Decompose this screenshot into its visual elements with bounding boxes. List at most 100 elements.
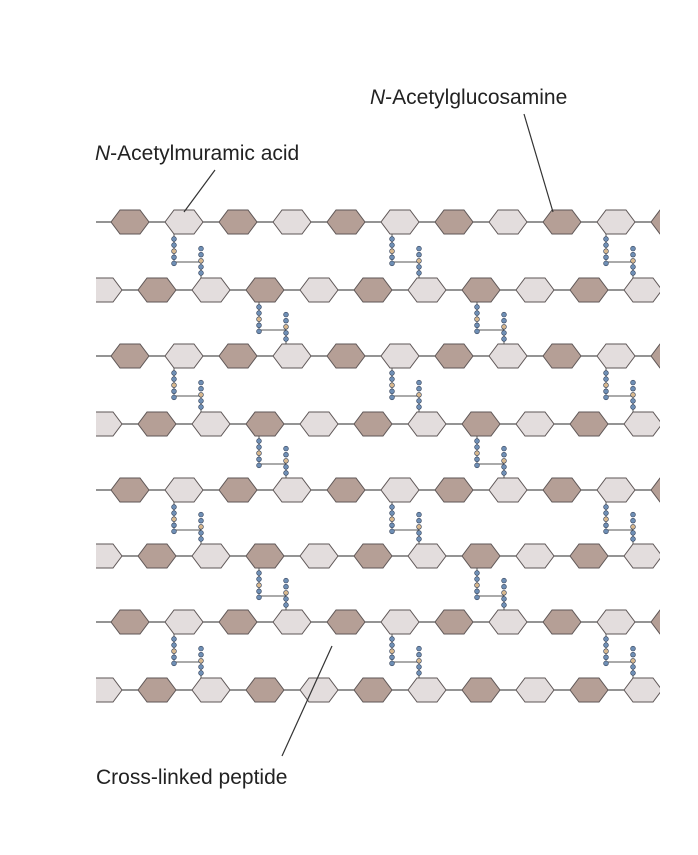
amino-acid-bead [603, 654, 609, 660]
amino-acid-bead [630, 536, 636, 542]
nag-sugar [245, 277, 285, 303]
nam-sugar [488, 609, 528, 635]
amino-acid-bead [689, 595, 694, 600]
cross-linked-peptide [689, 302, 698, 344]
amino-acid-bead [389, 510, 395, 516]
amino-acid-bead [416, 517, 422, 524]
amino-acid-bead [198, 524, 204, 530]
nag-sugar [353, 411, 393, 437]
peptide-bridge [476, 568, 505, 610]
nam-sugar [191, 277, 231, 303]
amino-acid-bead [416, 392, 422, 398]
peptide-bridge [391, 368, 420, 412]
nam-sugar [488, 209, 528, 235]
amino-acid-bead [283, 445, 289, 452]
amino-acid-bead [603, 236, 609, 242]
nam-sugar [164, 343, 204, 369]
amino-acid-bead [416, 245, 422, 252]
nam-sugar [191, 677, 231, 703]
cross-linked-peptide [474, 436, 507, 478]
amino-acid-bead [501, 318, 507, 324]
cross-linked-peptide [171, 634, 204, 678]
nag-sugar [218, 343, 258, 369]
amino-acid-bead [603, 522, 609, 528]
amino-acid-bead [630, 664, 636, 670]
nam-sugar [96, 543, 123, 569]
nag-sugar [110, 343, 150, 369]
nam-sugar [488, 477, 528, 503]
amino-acid-bead [171, 660, 177, 667]
amino-acid-bead [171, 394, 177, 401]
amino-acid-bead [689, 317, 694, 322]
peptide-bridge [391, 502, 420, 544]
amino-acid-bead [171, 516, 177, 522]
amino-acid-bead [501, 590, 507, 596]
amino-acid-bead [603, 254, 609, 260]
amino-acid-bead [689, 577, 694, 582]
amino-acid-bead [198, 536, 204, 542]
amino-acid-bead [389, 388, 395, 394]
amino-acid-bead [630, 398, 636, 404]
amino-acid-bead [389, 654, 395, 660]
nag-sugar [434, 477, 474, 503]
amino-acid-bead [603, 370, 609, 376]
amino-acid-bead [256, 462, 262, 469]
nam-label: N-Acetylmuramic acid [95, 142, 299, 165]
nag-sugar [542, 209, 582, 235]
amino-acid-bead [416, 386, 422, 392]
amino-acid-bead [416, 651, 422, 658]
amino-acid-bead [171, 382, 177, 388]
nag-sugar [137, 543, 177, 569]
amino-acid-bead [171, 528, 177, 535]
amino-acid-bead [630, 658, 636, 664]
amino-acid-bead [501, 470, 507, 476]
peptide-bridge [391, 234, 420, 278]
amino-acid-bead [198, 517, 204, 524]
amino-acid-bead [630, 530, 636, 536]
peptide-bridge [173, 634, 202, 678]
nag-sugar [569, 677, 609, 703]
nam-sugar [380, 209, 420, 235]
amino-acid-bead [630, 386, 636, 392]
amino-acid-bead [171, 648, 177, 654]
amino-acid-bead [474, 316, 480, 322]
amino-acid-bead [283, 577, 289, 584]
peptide-bridge [258, 436, 287, 478]
amino-acid-bead [389, 242, 395, 248]
nam-sugar [515, 677, 555, 703]
amino-acid-bead [474, 588, 480, 594]
amino-acid-bead [171, 636, 177, 642]
nag-sugar [218, 609, 258, 635]
amino-acid-bead [416, 404, 422, 410]
nag-label: N-Acetylglucosamine [370, 86, 567, 109]
nag-sugar [461, 677, 501, 703]
nam-sugar [299, 411, 339, 437]
amino-acid-bead [283, 583, 289, 590]
amino-acid-bead [389, 394, 395, 401]
nag-label-prefix: N [370, 86, 386, 109]
amino-acid-bead [283, 324, 289, 330]
amino-acid-bead [689, 329, 694, 334]
amino-acid-bead [389, 636, 395, 642]
nam-sugar [164, 477, 204, 503]
amino-acid-bead [198, 658, 204, 664]
nam-label-prefix: N [95, 142, 111, 165]
nam-sugar [407, 677, 447, 703]
nag-sugar [461, 277, 501, 303]
nam-sugar [96, 411, 123, 437]
nag-sugar [137, 411, 177, 437]
amino-acid-bead [171, 388, 177, 394]
nam-leader-line [183, 169, 216, 213]
amino-acid-bead [389, 382, 395, 388]
nag-sugar [137, 677, 177, 703]
nag-sugar [353, 277, 393, 303]
nam-sugar [299, 543, 339, 569]
amino-acid-bead [630, 651, 636, 658]
amino-acid-bead [256, 304, 262, 310]
nam-sugar [57, 610, 95, 634]
nam-sugar [164, 209, 204, 235]
amino-acid-bead [171, 642, 177, 648]
nam-sugar [407, 411, 447, 437]
cross-linked-peptide [171, 368, 204, 412]
amino-acid-bead [603, 642, 609, 648]
